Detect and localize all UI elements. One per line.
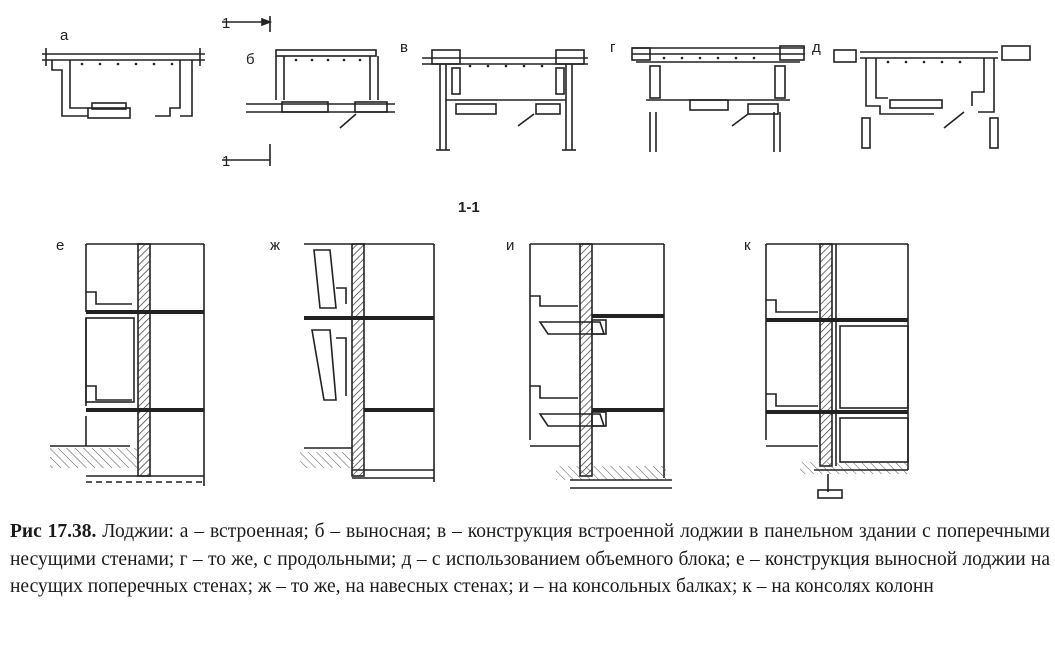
label-b: б <box>246 51 255 68</box>
label-a: а <box>60 27 69 44</box>
section-e <box>50 243 205 486</box>
loggia-diagram-svg: а б в г д е ж и к 1 1 1-1 <box>42 15 1031 499</box>
plan-d <box>833 45 1031 149</box>
section-k <box>765 243 909 499</box>
label-d: д <box>812 39 821 56</box>
plan-b <box>222 16 395 166</box>
figure-labels: а б в г д е ж и к 1 1 1-1 <box>56 15 821 254</box>
section-mark-bottom: 1 <box>222 153 230 170</box>
plan-v <box>422 49 588 151</box>
label-g: г <box>610 39 616 56</box>
plan-a <box>42 48 205 119</box>
loggia-drawing: а б в г д е ж и к 1 1 1-1 <box>42 15 1031 499</box>
caption-number: Рис 17.38. <box>10 521 97 542</box>
label-e: е <box>56 237 64 254</box>
section-mark-top: 1 <box>222 15 230 32</box>
section-zh <box>300 243 435 482</box>
label-zh: ж <box>270 237 280 254</box>
figure-caption: Рис 17.38. Лоджии: а – встроенная; б – в… <box>10 518 1050 601</box>
caption-text: Лоджии: а – встроенная; б – выносная; в … <box>10 521 1050 597</box>
label-i: и <box>506 237 514 254</box>
label-v: в <box>400 39 408 56</box>
section-i <box>529 243 672 489</box>
plan-g <box>631 45 805 152</box>
label-k: к <box>744 237 751 254</box>
section-title: 1-1 <box>458 199 480 216</box>
